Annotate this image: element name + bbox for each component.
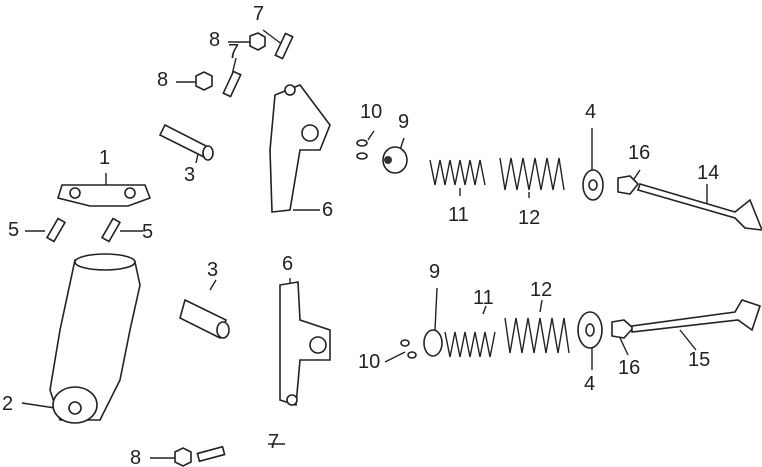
part-label: 15: [688, 349, 711, 371]
part-label: 16: [618, 357, 641, 379]
part-label: 5: [8, 219, 20, 241]
part-label: 14: [697, 162, 720, 184]
leader-lines: [21, 29, 708, 459]
part-label: 8: [130, 447, 142, 467]
part-label: 10: [358, 351, 381, 373]
part-label: 3: [184, 164, 196, 186]
part-label: 7: [228, 41, 240, 63]
part-label: 1: [99, 147, 111, 169]
part-label: 4: [584, 373, 596, 395]
part-label: 16: [628, 142, 651, 164]
rocker-arms: [269, 84, 331, 407]
part-label: 5: [142, 221, 154, 243]
part-label: 9: [398, 111, 410, 133]
part-label: 6: [322, 199, 334, 221]
valve-springs: [429, 157, 570, 358]
part-label: 4: [585, 101, 597, 123]
part-label: 7: [268, 431, 280, 453]
part-label: 12: [518, 207, 541, 229]
part-label: 10: [360, 101, 383, 123]
camshaft: [49, 253, 141, 424]
rocker-shafts: [158, 123, 230, 340]
part-label: 3: [207, 259, 219, 281]
part-label: 11: [448, 204, 469, 226]
nuts-and-studs: [174, 32, 294, 467]
part-label: 7: [253, 3, 265, 25]
valves: [631, 183, 762, 333]
part-label: 12: [530, 279, 553, 301]
part-label: 8: [157, 69, 169, 91]
bolts: [45, 217, 122, 243]
part-label: 8: [209, 29, 221, 51]
part-label: 2: [2, 393, 14, 415]
part-label: 11: [473, 287, 494, 309]
valve-cotters-retainers: [356, 139, 443, 359]
part-label: 6: [282, 253, 294, 275]
part-label: 9: [429, 261, 441, 283]
washers: [577, 169, 604, 349]
camshaft-plate: [56, 184, 152, 207]
valve-seals: [611, 175, 640, 339]
